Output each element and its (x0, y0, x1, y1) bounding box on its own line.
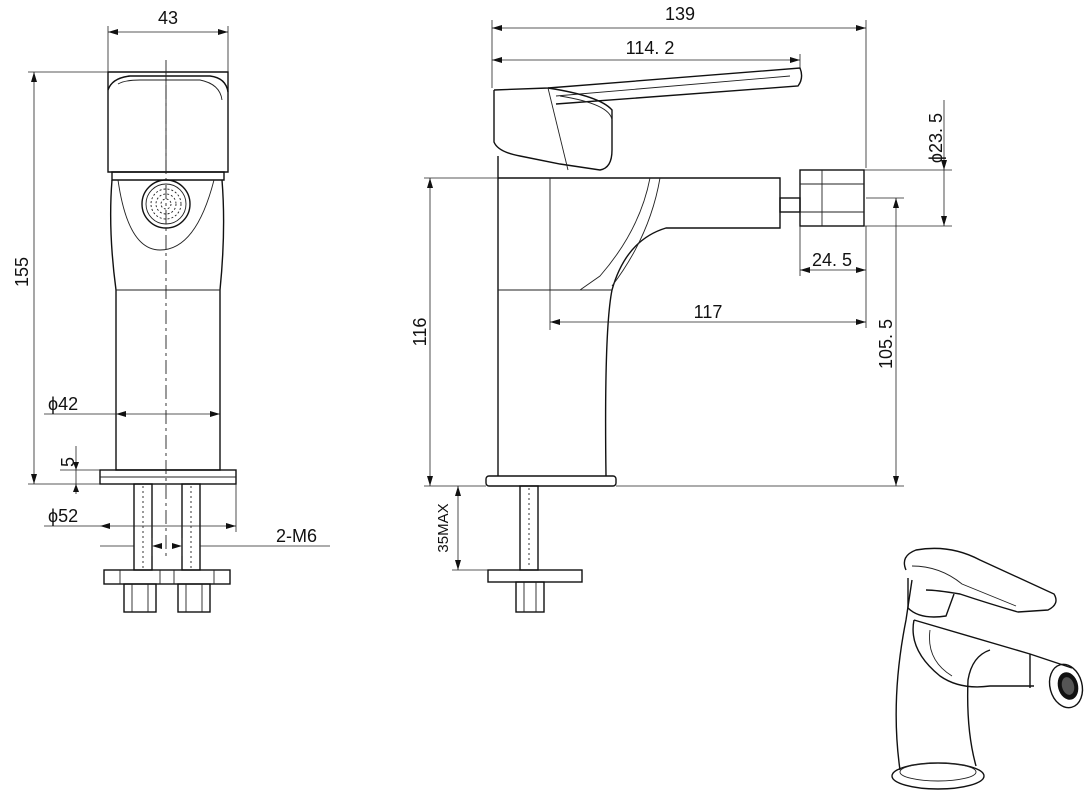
dim-nozzle-diameter: ϕ23. 5 (926, 113, 946, 163)
side-view (485, 67, 865, 613)
dim-plate-diameter: ϕ52 (48, 506, 78, 526)
dim-lever-length: 114. 2 (626, 38, 675, 58)
dim-thread: 2-M6 (276, 526, 317, 546)
front-dimensions (28, 26, 330, 556)
side-dimensions (424, 20, 952, 571)
dim-nozzle-height: 105. 5 (876, 319, 896, 369)
dim-nozzle-length: 24. 5 (812, 250, 852, 270)
front-view (99, 60, 237, 613)
dim-max-mount: 35MAX (435, 503, 452, 552)
dim-spout-reach: 117 (694, 302, 723, 322)
dim-side-total-length: 139 (665, 4, 695, 24)
dim-body-height: 116 (410, 318, 430, 347)
dim-front-width: 43 (158, 8, 178, 28)
faucet-3d-preview-icon (891, 547, 1084, 790)
dim-base-diameter: ϕ42 (48, 394, 78, 414)
dim-plate-thickness: 5 (58, 457, 78, 467)
dim-front-height: 155 (12, 257, 32, 287)
